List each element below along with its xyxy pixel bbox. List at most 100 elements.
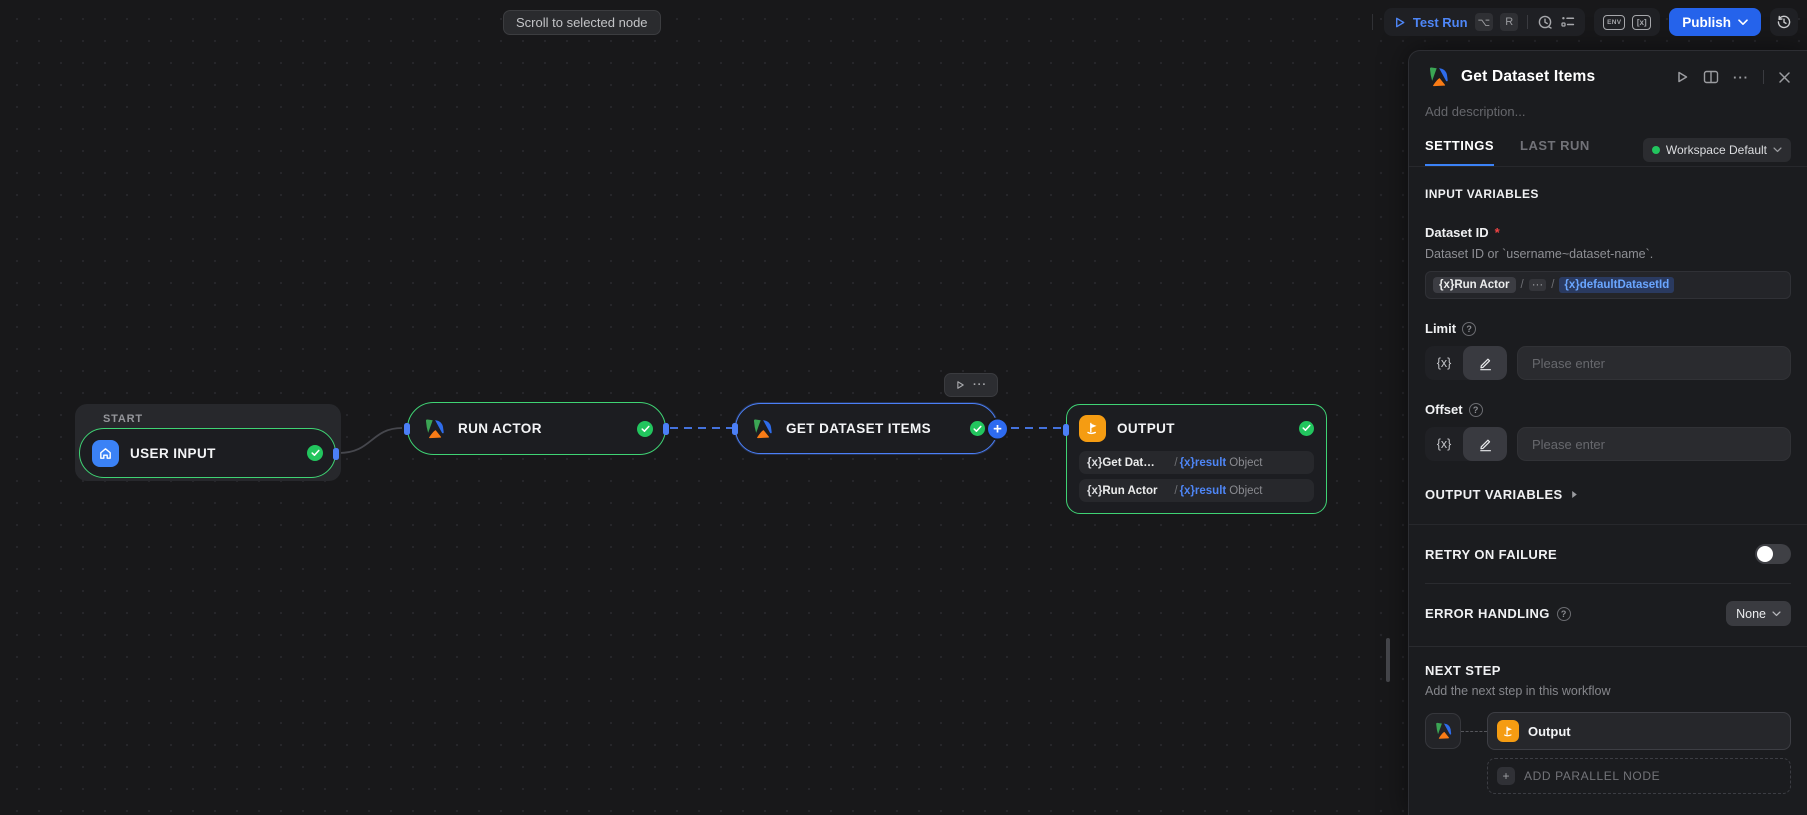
required-asterisk: * [1494, 225, 1500, 240]
open-book-icon[interactable] [1703, 70, 1719, 84]
edit-mode-button[interactable] [1463, 427, 1507, 461]
help-icon[interactable]: ? [1468, 402, 1483, 417]
field-label-text: Limit [1425, 321, 1457, 336]
output-port[interactable] [333, 448, 339, 460]
output-port[interactable] [663, 422, 669, 435]
toggle-knob [1757, 546, 1773, 562]
workspace-status-dot [1651, 146, 1660, 154]
help-icon[interactable]: ? [1462, 321, 1477, 336]
fx-mode-button[interactable]: {x} [1436, 437, 1452, 451]
env-variables-group: ENV [x] [1594, 8, 1661, 36]
collapsed-path-token[interactable]: ··· [1528, 279, 1547, 291]
output-node-header: OUTPUT [1067, 405, 1326, 451]
success-check-icon [307, 445, 323, 461]
apify-icon [748, 415, 775, 442]
success-check-icon [637, 420, 653, 437]
caret-right-icon [1571, 490, 1578, 499]
input-mode-toggle: {x} [1425, 346, 1507, 380]
add-parallel-label: ADD PARALLEL NODE [1524, 769, 1661, 783]
selected-value: None [1736, 606, 1766, 621]
publish-label: Publish [1682, 14, 1731, 30]
node-get-dataset-items[interactable]: GET DATASET ITEMS + [732, 403, 1009, 454]
apify-icon [420, 415, 447, 442]
variable-source-token[interactable]: {x}Run Actor [1433, 277, 1516, 293]
node-title: RUN ACTOR [458, 421, 542, 436]
variable-name: {x}result [1179, 484, 1227, 497]
tab-settings[interactable]: SETTINGS [1425, 138, 1495, 166]
divider [1409, 166, 1807, 167]
input-port[interactable] [404, 422, 410, 435]
toolbar-divider [1527, 15, 1529, 29]
panel-title: Get Dataset Items [1461, 68, 1596, 85]
publish-button[interactable]: Publish [1669, 8, 1761, 36]
chevron-down-icon [1773, 147, 1782, 153]
field-label-text: Dataset ID [1425, 225, 1489, 240]
error-handling-select[interactable]: None [1726, 601, 1791, 626]
start-group-label: START [103, 413, 143, 425]
input-port[interactable] [732, 422, 738, 435]
variable-token[interactable]: {x}defaultDatasetId [1559, 277, 1675, 293]
next-node-label: Output [1528, 723, 1571, 739]
retry-toggle[interactable] [1755, 544, 1791, 564]
brackets-x-icon[interactable]: [x] [1632, 14, 1652, 30]
separator: / [1174, 484, 1178, 497]
plus-icon: + [1497, 767, 1515, 785]
more-options-icon[interactable]: ··· [1733, 69, 1749, 85]
help-icon[interactable]: ? [1556, 606, 1571, 621]
more-options-icon[interactable]: ··· [973, 379, 987, 391]
variable-type: Object [1229, 456, 1263, 469]
test-run-button[interactable]: Test Run [1412, 14, 1468, 30]
variable-source: Get Dat… [1102, 456, 1155, 469]
next-step-section: NEXT STEP Add the next step in this work… [1409, 646, 1807, 794]
workspace-selector[interactable]: Workspace Default [1642, 138, 1791, 162]
dataset-id-label: Dataset ID * [1425, 225, 1791, 240]
scroll-to-selected-node-button[interactable]: Scroll to selected node [503, 10, 661, 35]
play-icon[interactable] [1393, 16, 1406, 29]
run-node-icon[interactable] [955, 380, 965, 390]
offset-label: Offset ? [1425, 402, 1791, 417]
test-run-group: Test Run ⌥ R [1383, 8, 1586, 36]
separator: / [1520, 279, 1524, 291]
task-list-icon[interactable] [1560, 14, 1576, 30]
description-input[interactable]: Add description... [1425, 104, 1526, 119]
variable-source: Run Actor [1102, 484, 1158, 497]
chevron-down-icon [1738, 18, 1748, 25]
schedule-icon[interactable] [1537, 14, 1553, 30]
input-port[interactable] [1063, 424, 1069, 436]
node-settings-panel: Get Dataset Items ··· Add description...… [1408, 50, 1807, 815]
fx-mode-button[interactable]: {x} [1436, 356, 1452, 370]
home-icon [92, 439, 119, 467]
next-node-card[interactable]: Output [1487, 712, 1791, 750]
panel-header-actions: ··· [1675, 70, 1791, 85]
offset-input[interactable] [1517, 427, 1791, 461]
node-user-input[interactable]: USER INPUT [79, 428, 339, 478]
node-toolbar: ··· [944, 373, 998, 397]
add-next-node-button[interactable]: + [986, 417, 1009, 440]
limit-controls: {x} [1425, 346, 1791, 380]
close-icon[interactable] [1778, 71, 1791, 84]
panel-scrollbar-thumb[interactable] [1386, 638, 1390, 682]
run-step-icon[interactable] [1675, 70, 1689, 84]
history-button[interactable] [1770, 8, 1798, 36]
option-keycap: ⌥ [1474, 13, 1494, 31]
heading-text: ERROR HANDLING [1425, 606, 1550, 621]
apify-icon [1425, 64, 1451, 90]
current-node-icon-box [1425, 713, 1461, 749]
edit-mode-button[interactable] [1463, 346, 1507, 380]
offset-controls: {x} [1425, 427, 1791, 461]
success-check-icon [970, 421, 985, 436]
limit-label: Limit ? [1425, 321, 1791, 336]
dataset-id-value[interactable]: {x}Run Actor / ··· / {x}defaultDatasetId [1425, 271, 1791, 299]
tab-last-run[interactable]: LAST RUN [1520, 138, 1590, 153]
limit-input[interactable] [1517, 346, 1791, 380]
add-parallel-node-button[interactable]: + ADD PARALLEL NODE [1487, 758, 1791, 794]
output-variables-section[interactable]: OUTPUT VARIABLES [1425, 487, 1791, 524]
limit-field: Limit ? {x} [1425, 321, 1791, 380]
dataset-id-field: Dataset ID * Dataset ID or `username~dat… [1425, 225, 1791, 299]
node-run-actor[interactable]: RUN ACTOR [404, 402, 669, 455]
env-icon[interactable]: ENV [1603, 14, 1626, 30]
